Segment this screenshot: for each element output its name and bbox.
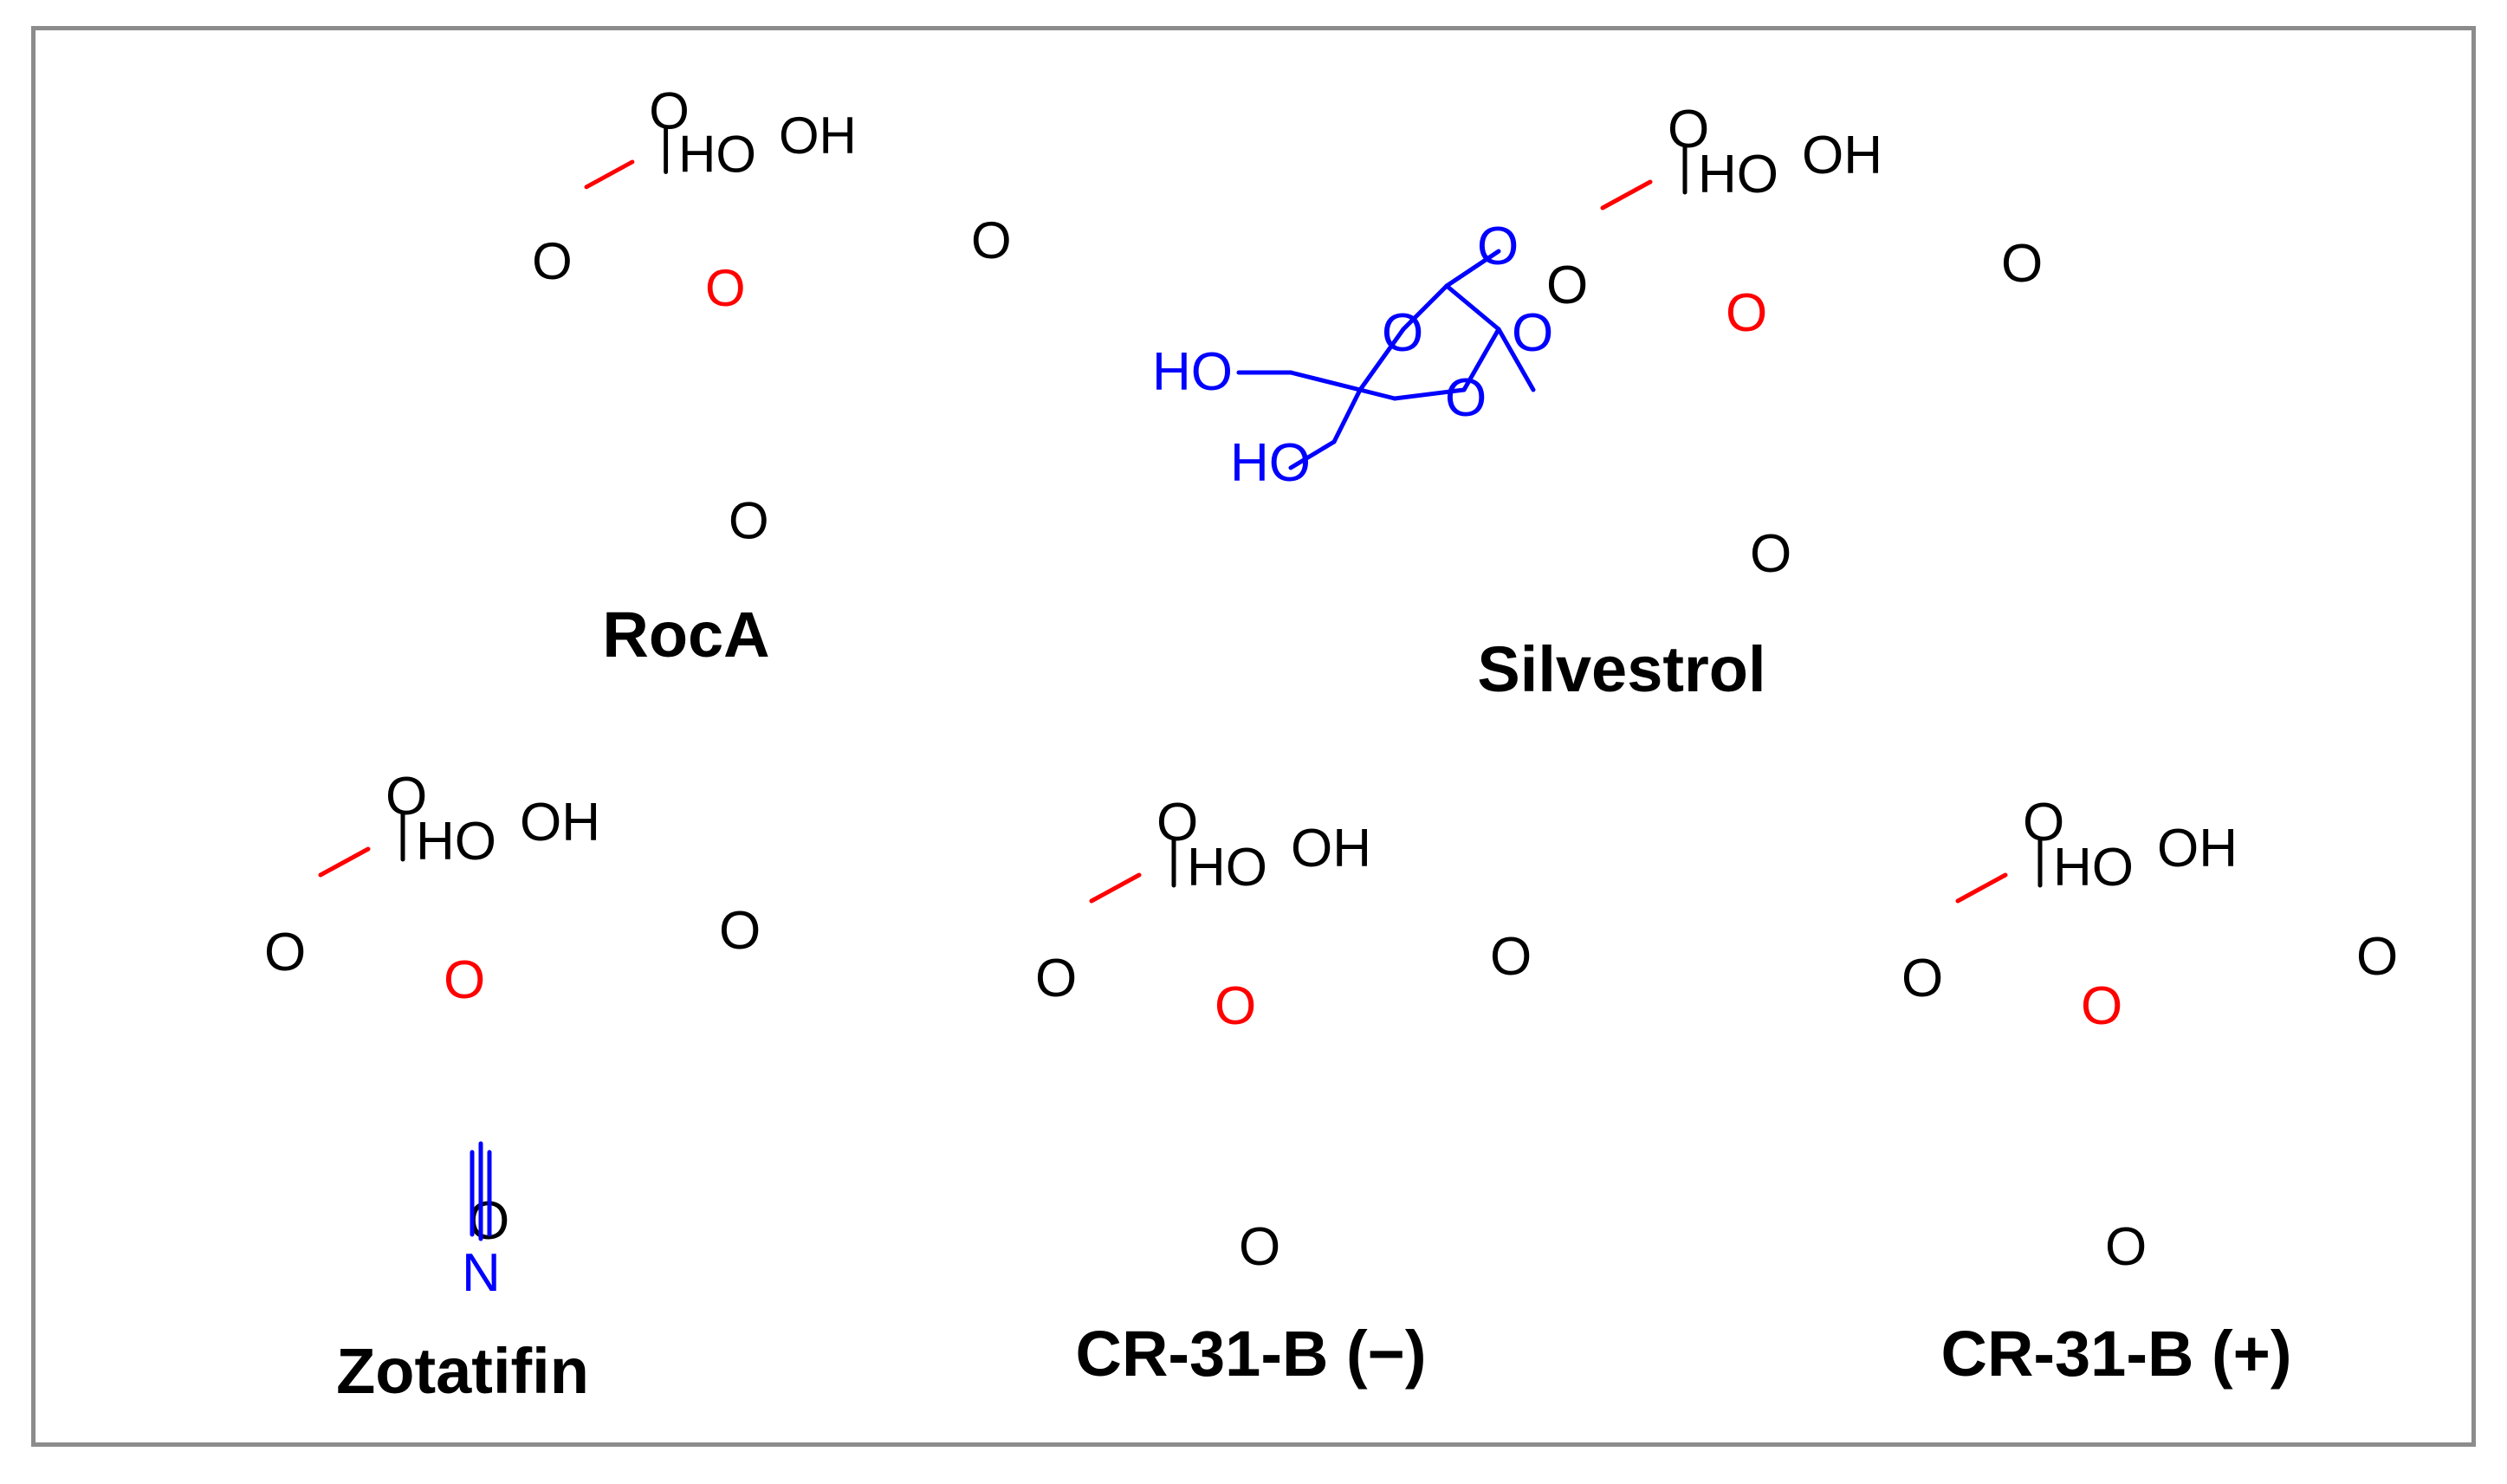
furan-oxygen-label: O (705, 259, 746, 317)
compound-name-roca: RocA (602, 599, 770, 671)
figure-frame (31, 26, 2476, 1447)
compound-name-cr-31-b-minus: CR-31-B (−) (1075, 1318, 1427, 1390)
furan-oxygen-label: O (444, 950, 485, 1010)
methoxy-oxygen-label: O (1901, 949, 1943, 1008)
structure-cr-31-b-plus: O HO OH O O O O (1901, 793, 2398, 1277)
core-bonds (1089, 872, 1142, 904)
compound-name-silvestrol: Silvestrol (1477, 633, 1766, 705)
hydroxyl-label: OH (779, 107, 857, 165)
hydroxyl-label: HO (1698, 145, 1778, 204)
furan-oxygen-label: O (1215, 976, 1256, 1036)
core-bonds (584, 159, 635, 190)
methoxy-oxygen-label: O (1035, 949, 1077, 1008)
core-bonds (1955, 872, 2008, 904)
structure-roca: O HO OH O O O O (532, 81, 1012, 549)
svg-text:HO: HO (1230, 433, 1311, 493)
core-bonds (1600, 179, 1653, 211)
hydroxyl-label: OH (1802, 126, 1882, 185)
methoxy-oxygen-label: O (729, 491, 769, 549)
carbonyl-oxygen-label: O (971, 211, 1012, 269)
dioxane-sugar-substituent: O O O O HO HO (1152, 217, 1553, 493)
structure-silvestrol: O HO OH O O O O (1546, 100, 2043, 584)
compound-name-zotatifin: Zotatifin (336, 1335, 589, 1407)
svg-text:O: O (1512, 303, 1553, 363)
methoxy-oxygen-label: O (264, 923, 306, 982)
nitrile-nitrogen-label: N (462, 1243, 501, 1303)
furan-oxygen-label: O (1726, 283, 1767, 343)
hydroxyl-label: HO (1187, 838, 1267, 898)
furan-oxygen-label: O (2081, 976, 2122, 1036)
methoxy-oxygen-label: O (2023, 793, 2064, 852)
methoxy-oxygen-label: O (1750, 524, 1791, 584)
methoxy-oxygen-label: O (1546, 256, 1588, 315)
svg-text:HO: HO (1152, 342, 1233, 402)
structure-cr-31-b-minus: O HO OH O O O O (1035, 793, 1532, 1277)
svg-text:O: O (1445, 368, 1487, 428)
methoxy-oxygen-label: O (385, 767, 427, 826)
hydroxyl-label: HO (678, 125, 756, 183)
methoxy-oxygen-label: O (1668, 100, 1709, 159)
svg-text:O: O (1477, 217, 1519, 276)
hydroxyl-label: HO (416, 812, 496, 872)
methoxy-oxygen-label: O (649, 81, 690, 139)
carbonyl-oxygen-label: O (1490, 927, 1532, 987)
methoxy-oxygen-label: O (1156, 793, 1198, 852)
methoxy-oxygen-label: O (2105, 1217, 2147, 1277)
methoxy-oxygen-label: O (532, 232, 573, 290)
methoxy-oxygen-label: O (1239, 1217, 1280, 1277)
hydroxyl-label: OH (2157, 819, 2238, 878)
hydroxyl-label: OH (1291, 819, 1371, 878)
hydroxyl-label: HO (2053, 838, 2134, 898)
structure-zotatifin: O HO OH O O O O (264, 767, 761, 1251)
compound-name-cr-31-b-plus: CR-31-B (+) (1940, 1318, 2292, 1390)
nitrile-group: N (462, 1141, 501, 1303)
carbonyl-oxygen-label: O (2001, 234, 2043, 294)
svg-text:O: O (1382, 303, 1423, 363)
carbonyl-oxygen-label: O (719, 901, 761, 961)
core-bonds (318, 846, 371, 878)
carbonyl-oxygen-label: O (2356, 927, 2398, 987)
hydroxyl-label: OH (520, 793, 600, 852)
